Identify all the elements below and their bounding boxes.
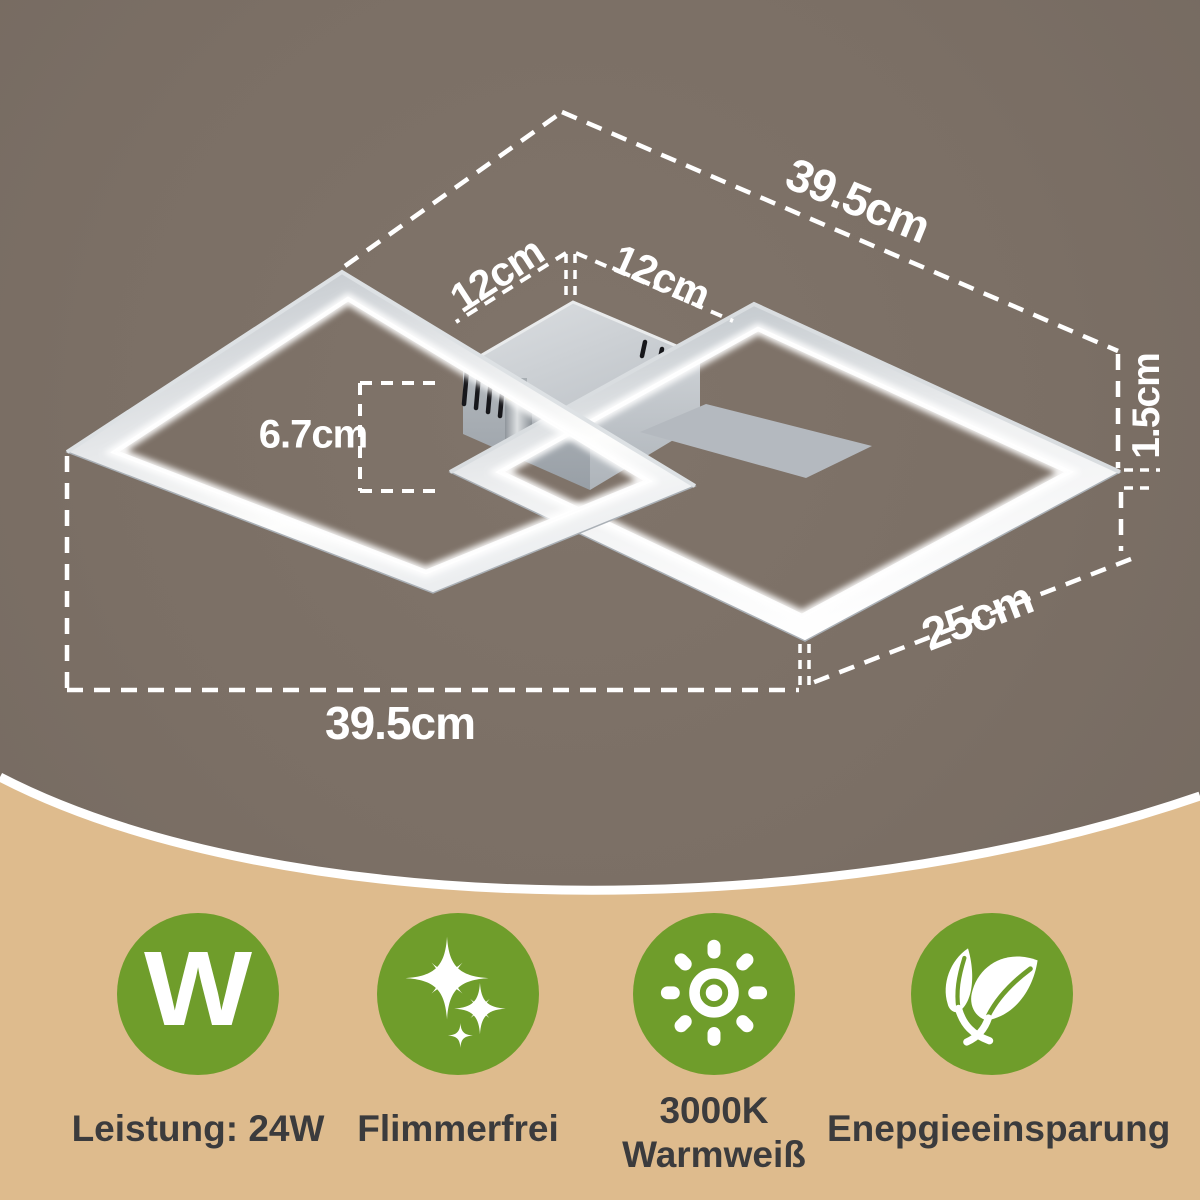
dim-bracket-6-7cm [358, 381, 441, 493]
feature-label-text: Leistung: 24W [71, 1108, 325, 1149]
sun-icon [633, 913, 795, 1075]
feature-label-wattage: Leistung: 24W [58, 1107, 338, 1151]
feature-label-line2: Warmweiß [622, 1133, 806, 1175]
dim-label-profile: 1.5cm [1125, 353, 1168, 459]
sparkle-icon [377, 913, 539, 1075]
feature-label-color-temp: 3000K Warmweiß [574, 1089, 854, 1176]
dim-line-top-left [343, 110, 564, 268]
feature-label-text: Flimmerfrei [357, 1108, 559, 1149]
feature-color-temperature: 3000K Warmweiß [574, 913, 854, 1176]
leaf-icon [911, 913, 1073, 1075]
curved-divider [0, 773, 1200, 895]
feature-flicker-free: Flimmerfrei [318, 913, 598, 1151]
dim-lines-12cm [454, 251, 734, 324]
watt-letter: W [143, 930, 253, 1048]
feature-label-text: Enepgieeinsparung [827, 1108, 1171, 1149]
dim-label-width-bottom: 39.5cm [324, 697, 476, 749]
dim-tick-canopy-corner [564, 254, 577, 302]
mounting-arm [640, 404, 872, 478]
dim-label-canopy-depth: 6.7cm [258, 412, 368, 457]
dim-line-top-right [561, 109, 1119, 354]
feature-label-line1: 3000K [659, 1090, 769, 1131]
led-frame-large [65, 269, 697, 594]
bottom-panel [0, 777, 1200, 1200]
feature-energy-saving: Enepgieeinsparung [827, 913, 1171, 1151]
dim-tick-frame-bottom [798, 644, 811, 688]
dim-ticks-1-5cm [1124, 468, 1160, 490]
dim-line-25cm [811, 556, 1132, 686]
feature-wattage: W Leistung: 24W [58, 913, 338, 1151]
feature-label-flicker: Flimmerfrei [318, 1107, 598, 1151]
dimension-lines [64, 109, 1160, 693]
feature-label-energy: Enepgieeinsparung [827, 1107, 1171, 1151]
wattage-icon: W [117, 913, 279, 1075]
